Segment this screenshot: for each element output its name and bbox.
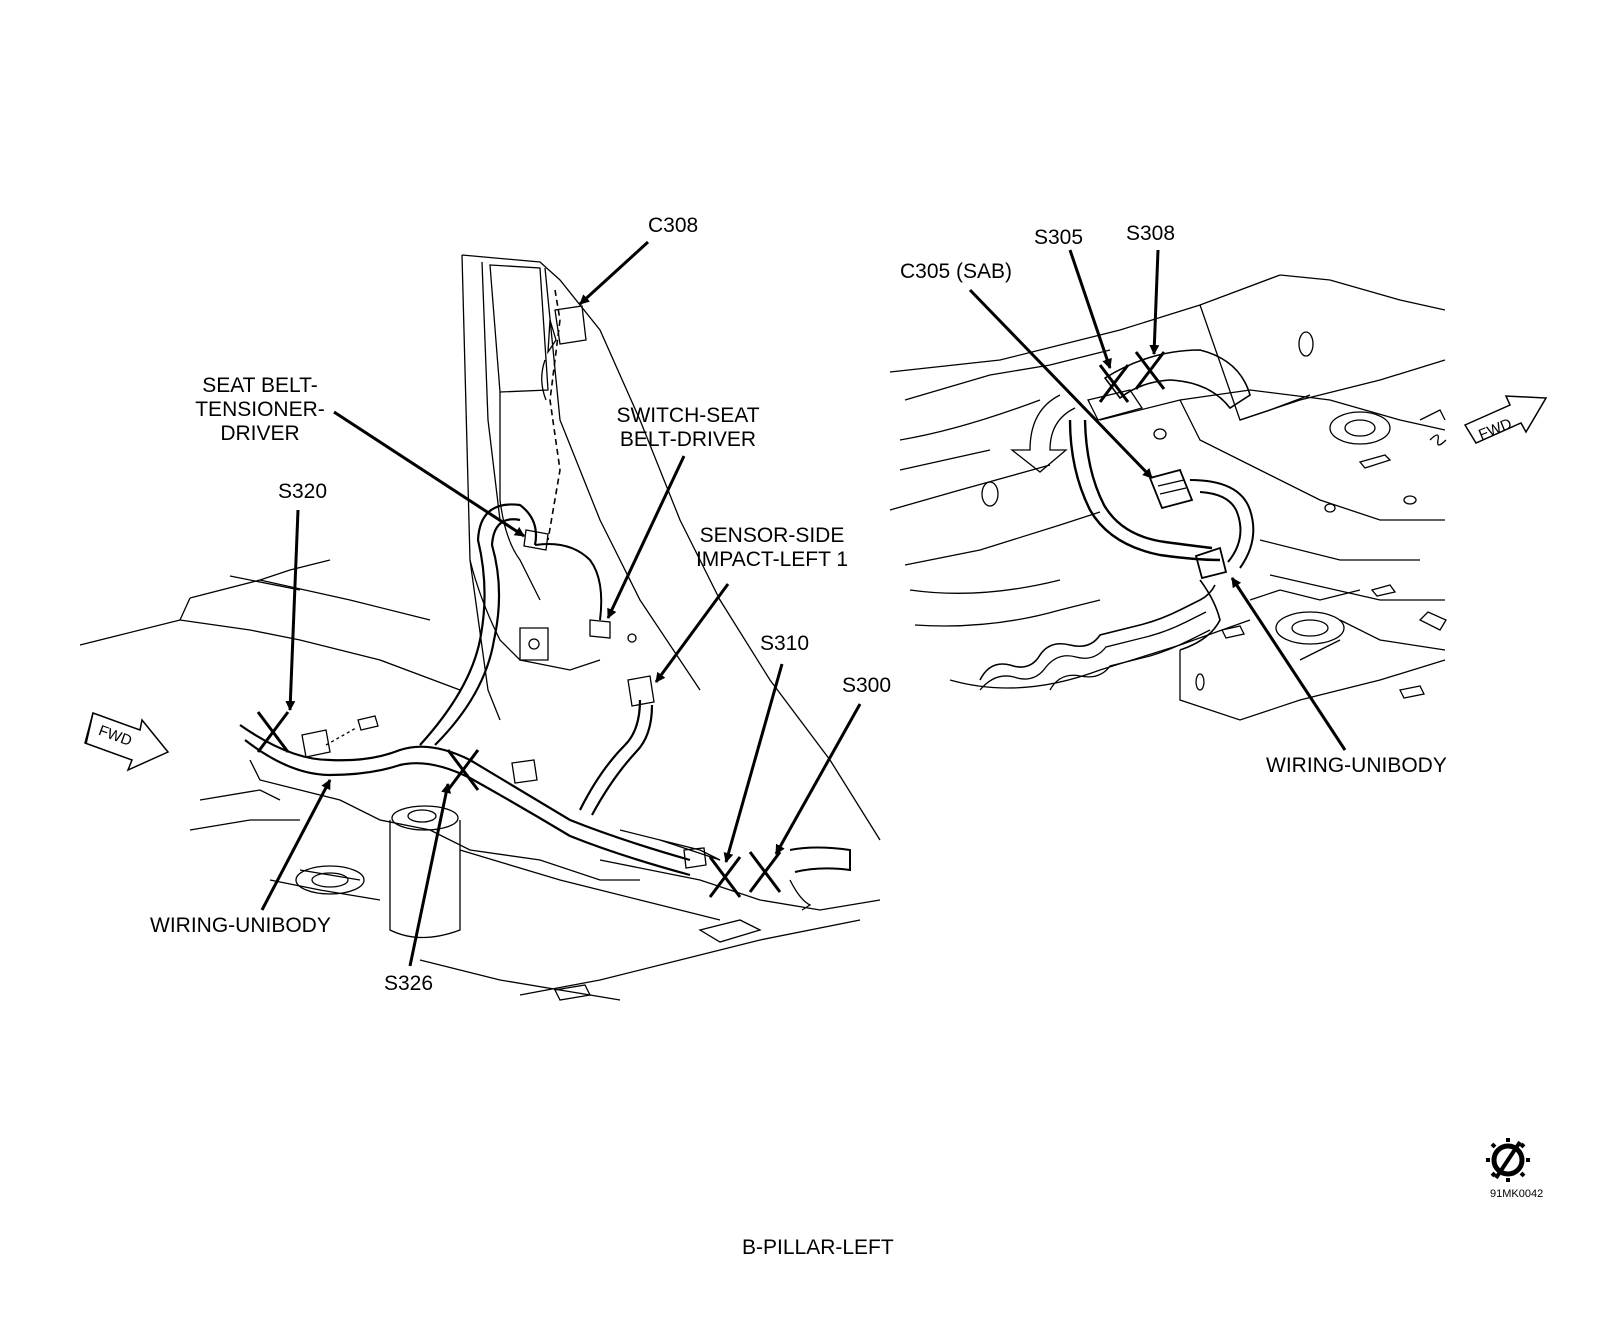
- label-wiring-unibody-left: WIRING-UNIBODY: [150, 914, 331, 937]
- leader-wiring-unibody-left: [260, 779, 332, 911]
- connector-mid: [511, 759, 538, 784]
- connector-right-lower: [1194, 546, 1228, 580]
- b-pillar-window: [489, 264, 549, 393]
- splice-marks-left: [256, 711, 782, 898]
- figure-caption: B-PILLAR-LEFT: [742, 1236, 894, 1259]
- leader-s305: [1068, 249, 1112, 369]
- connector-switch: [589, 619, 611, 639]
- label-line: TENSIONER-: [195, 398, 325, 421]
- fwd-arrow-left: FWD: [84, 712, 170, 772]
- leader-s326: [408, 783, 452, 967]
- right-view-drawing: [889, 274, 1447, 721]
- no-symbol-icon: [1486, 1138, 1530, 1182]
- label-c308: C308: [648, 214, 699, 237]
- left-view-drawing: [79, 254, 881, 1001]
- connector-s310: [683, 847, 707, 869]
- label-s310: S310: [760, 632, 810, 655]
- label-line: BELT-DRIVER: [619, 428, 757, 451]
- label-s300: S300: [842, 674, 892, 697]
- leader-s308: [1149, 249, 1160, 355]
- figure-code: 91MK0042: [1490, 1188, 1544, 1200]
- connector-s320: [301, 729, 331, 758]
- label-line: SENSOR-SIDE: [699, 524, 845, 547]
- pedestal: [389, 820, 461, 939]
- leader-c305: [968, 288, 1154, 480]
- connector-c305: [1148, 468, 1194, 510]
- harness-right: [1068, 419, 1221, 562]
- sensor-side-impact: [627, 675, 655, 707]
- b-pillar: [461, 254, 881, 841]
- leader-switch: [606, 455, 686, 619]
- label-switch-seat-belt-driver: SWITCH-SEAT BELT-DRIVER: [608, 404, 768, 452]
- splice-marks-right: [1098, 351, 1166, 403]
- label-line: SWITCH-SEAT: [616, 404, 760, 427]
- label-s308-right: S308: [1126, 222, 1176, 245]
- floor-plug-left: [295, 865, 365, 895]
- connector-c308: [554, 305, 587, 345]
- label-s326: S326: [384, 972, 434, 995]
- fwd-arrow-right: FWD: [1463, 395, 1548, 444]
- connector-tensioner: [523, 529, 549, 551]
- leaders-right: [968, 249, 1347, 751]
- label-line: IMPACT-LEFT 1: [695, 548, 849, 571]
- label-wiring-unibody-right: WIRING-UNIBODY: [1266, 754, 1447, 777]
- leader-c308: [578, 240, 650, 306]
- label-line: DRIVER: [220, 422, 300, 445]
- leader-s310: [723, 663, 784, 863]
- leader-sensor: [654, 583, 730, 683]
- label-c305-sab: C305 (SAB): [900, 260, 1013, 283]
- leader-wiring-unibody-right: [1230, 577, 1347, 751]
- label-s320: S320: [278, 480, 328, 503]
- label-s305: S305: [1034, 226, 1084, 249]
- leader-s320: [285, 509, 300, 711]
- leader-tensioner: [333, 410, 525, 538]
- leaders-left: [260, 240, 862, 967]
- label-sensor-side-impact-left-1: SENSOR-SIDE IMPACT-LEFT 1: [684, 524, 860, 572]
- label-seat-belt-tensioner-driver: SEAT BELT- TENSIONER- DRIVER: [180, 374, 340, 446]
- label-line: SEAT BELT-: [202, 374, 318, 397]
- leader-s300: [774, 703, 862, 855]
